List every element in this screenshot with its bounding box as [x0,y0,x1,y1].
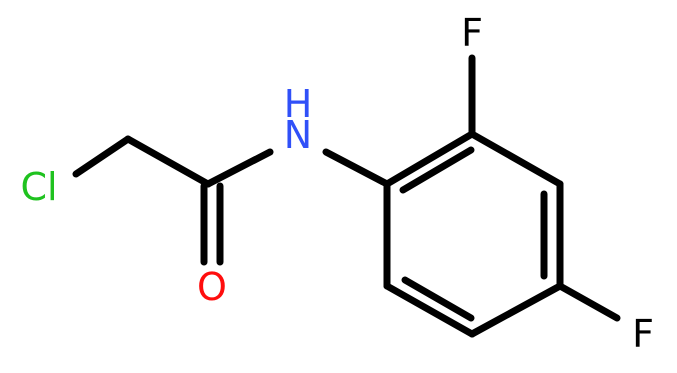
nitrogen-label: N [284,113,312,157]
bond-nitrogen-ring [322,148,391,188]
bond-carbonyl-nitrogen [204,148,274,188]
fluorine-top-label: F [461,11,483,55]
chlorine-label: Cl [20,165,57,209]
bond-cl-ch2 [72,135,132,178]
ring-double-bond-inner-3 [399,146,475,194]
hydrogen-label: H [284,82,313,126]
ring-bond-5 [468,130,564,188]
ring-bond-3 [468,282,564,338]
ring-double-bond-inner-1 [401,276,475,322]
atom-labels: Cl H N O F F [20,11,653,356]
bonds [72,54,621,338]
bond-ch2-carbonyl [124,135,212,188]
bond-ring-fluorine-right [556,282,621,322]
oxygen-label: O [197,265,227,309]
ring-bond-2 [383,282,476,338]
ring-bond-6 [383,130,476,188]
fluorine-right-label: F [632,312,654,356]
